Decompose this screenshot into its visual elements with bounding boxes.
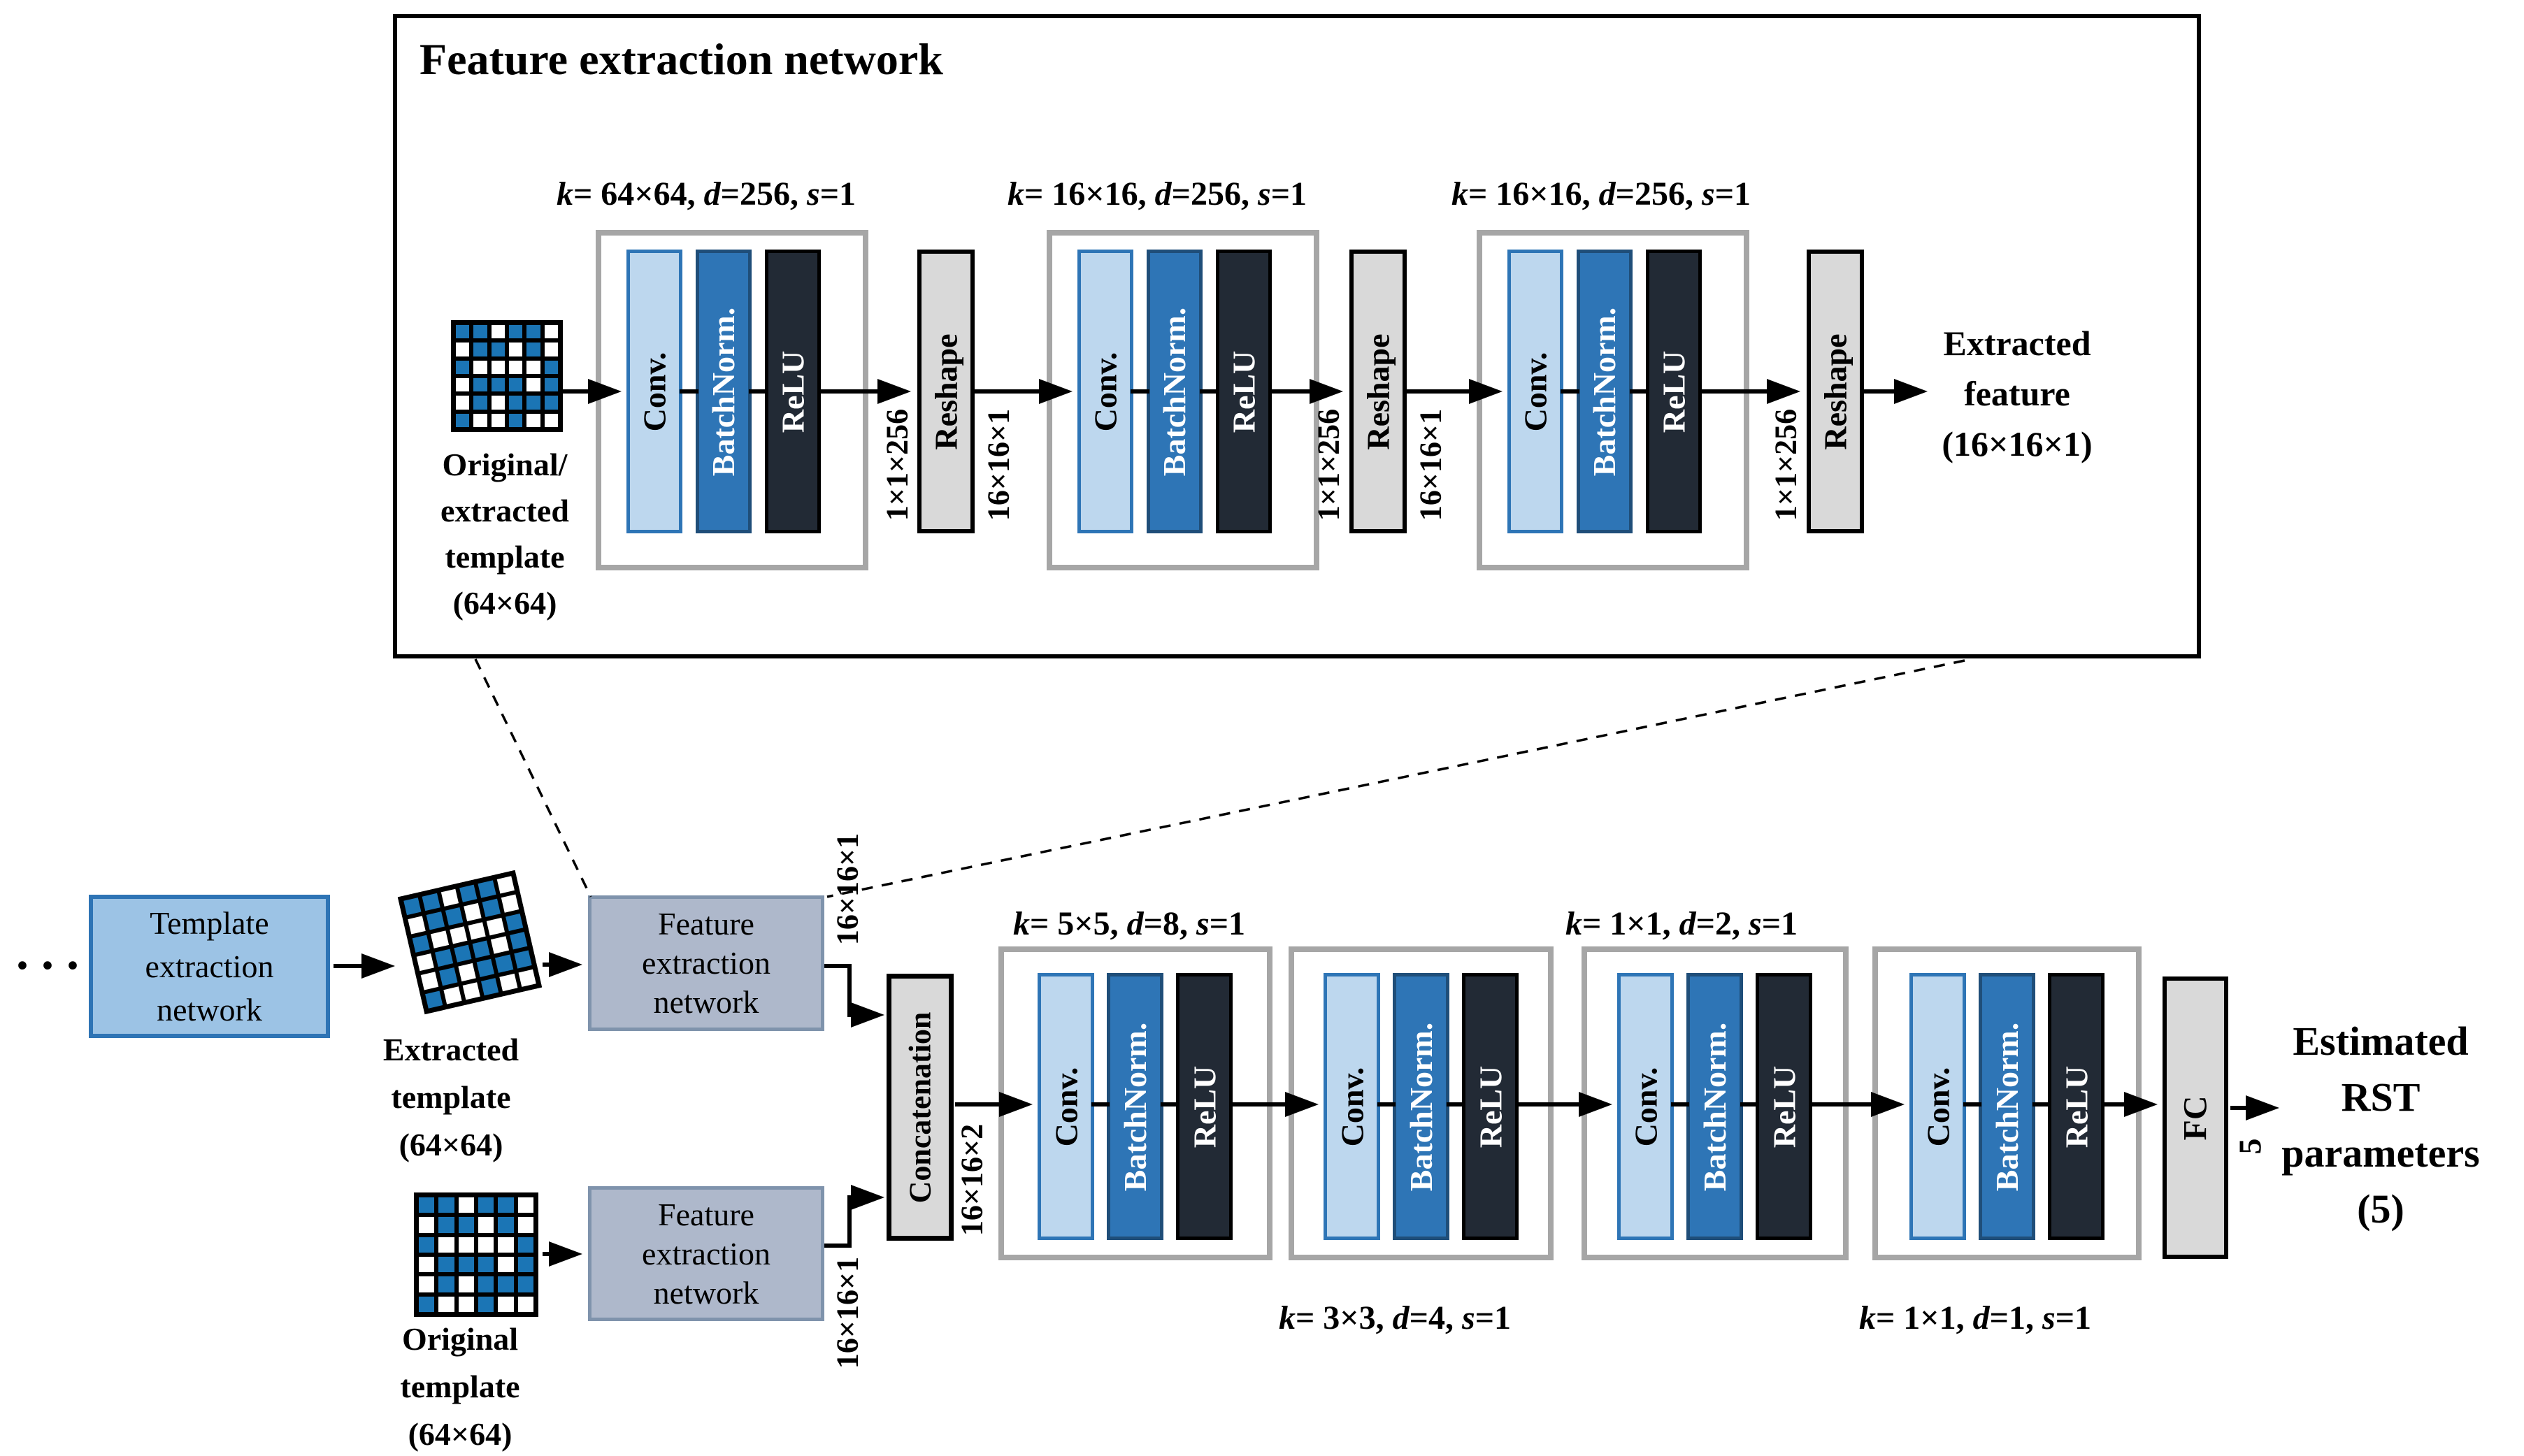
conv-layer: Conv. <box>1617 973 1674 1240</box>
elbow-arrow <box>824 964 884 1028</box>
conv-layer: Conv. <box>626 250 682 533</box>
conv-group3-params: k= 16×16, d=256, s=1 <box>1451 175 1751 212</box>
batchnorm-layer: BatchNorm. <box>1147 250 1203 533</box>
dim-label-1x1x256: 1×1×256 <box>880 408 915 521</box>
feature-extraction-network-box-top: Feature extraction network <box>588 895 824 1031</box>
reshape-op: Reshape <box>917 250 975 533</box>
original-extracted-template-caption: Original/ extracted template (64×64) <box>440 447 569 621</box>
conv-group1-params: k= 64×64, d=256, s=1 <box>556 175 856 212</box>
relu-layer: ReLU <box>1646 250 1702 533</box>
batchnorm-layer: BatchNorm. <box>696 250 752 533</box>
bottom-group3-params: k= 1×1, d=2, s=1 <box>1565 905 1798 942</box>
relu-layer: ReLU <box>1462 973 1519 1240</box>
template-extraction-network-box: Template extraction network <box>89 895 330 1038</box>
batchnorm-layer: BatchNorm. <box>1393 973 1449 1240</box>
dashed-callout-line <box>826 659 1965 898</box>
relu-layer: ReLU <box>2048 973 2104 1240</box>
ellipsis-continuation: ··· <box>14 937 90 993</box>
conv-layer: Conv. <box>1038 973 1094 1240</box>
batchnorm-layer: BatchNorm. <box>1686 973 1743 1240</box>
dashed-callout-line <box>474 658 592 898</box>
conv-layer: Conv. <box>1909 973 1966 1240</box>
dim-label-16x16x1: 16×16×1 <box>830 832 865 946</box>
reshape-op: Reshape <box>1349 250 1407 533</box>
dim-label-1x1x256: 1×1×256 <box>1768 408 1803 521</box>
relu-layer: ReLU <box>1216 250 1272 533</box>
conv-group2-params: k= 16×16, d=256, s=1 <box>1007 175 1307 212</box>
fc-layer: FC <box>2163 976 2228 1259</box>
feature-extraction-network-box-bottom: Feature extraction network <box>588 1186 824 1321</box>
relu-layer: ReLU <box>1756 973 1812 1240</box>
dim-label-16x16x1: 16×16×1 <box>1413 408 1448 521</box>
dim-label-16x16x1: 16×16×1 <box>830 1256 865 1369</box>
extracted-feature-caption: Extracted feature (16×16×1) <box>1942 324 2093 463</box>
extracted-template-caption: Extracted template (64×64) <box>382 1032 519 1162</box>
dim-label-1x1x256: 1×1×256 <box>1311 408 1346 521</box>
original-template-caption: Original template (64×64) <box>400 1321 520 1452</box>
relu-layer: ReLU <box>1176 973 1233 1240</box>
extracted-template-image <box>397 870 543 1015</box>
panel-title: Feature extraction network <box>420 34 943 84</box>
original-extracted-template-image <box>451 320 563 432</box>
concatenation-op: Concatenation <box>887 974 954 1241</box>
batchnorm-layer: BatchNorm. <box>1577 250 1633 533</box>
bottom-group4-params: k= 1×1, d=1, s=1 <box>1858 1299 2092 1336</box>
batchnorm-layer: BatchNorm. <box>1107 973 1163 1240</box>
bottom-group1-params: k= 5×5, d=8, s=1 <box>1012 905 1246 942</box>
bottom-group2-params: k= 3×3, d=4, s=1 <box>1278 1299 1512 1336</box>
reshape-op: Reshape <box>1807 250 1864 533</box>
conv-layer: Conv. <box>1507 250 1563 533</box>
conv-layer: Conv. <box>1077 250 1133 533</box>
dim-label-16x16x1: 16×16×1 <box>981 408 1016 521</box>
relu-layer: ReLU <box>765 250 821 533</box>
batchnorm-layer: BatchNorm. <box>1979 973 2035 1240</box>
dim-label-16x16x2: 16×16×2 <box>954 1123 989 1237</box>
original-template-image <box>414 1192 538 1317</box>
elbow-arrow <box>824 1185 884 1248</box>
conv-layer: Conv. <box>1324 973 1380 1240</box>
estimated-rst-parameters-caption: Estimated RST parameters (5) <box>2281 1018 2480 1232</box>
